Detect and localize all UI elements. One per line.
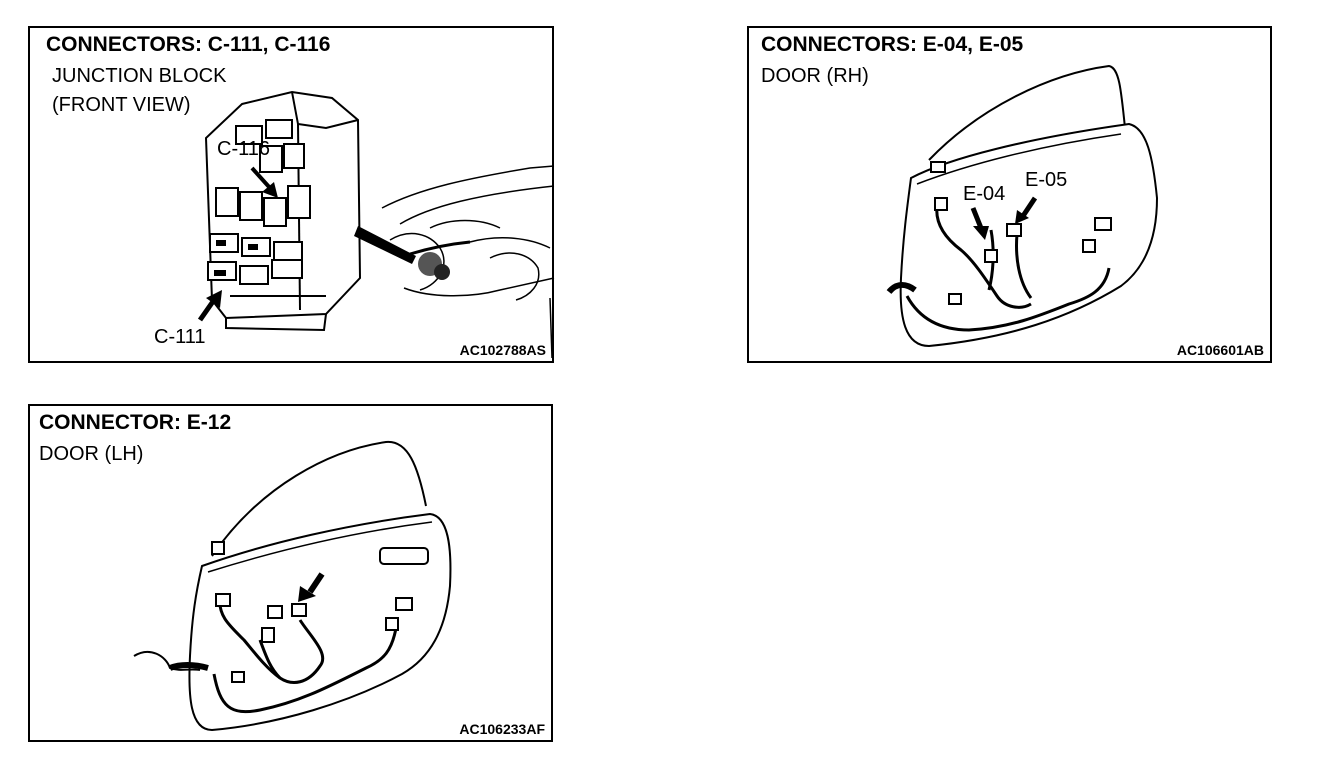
panel-title: CONNECTORS: E-04, E-05 xyxy=(761,33,1024,56)
subtitle-line-2: (FRONT VIEW) xyxy=(52,94,191,116)
callout-e05: E-05 xyxy=(1025,169,1067,191)
figure-code: AC102788AS xyxy=(459,342,546,358)
door-lh-illustration xyxy=(133,440,452,732)
callout-c111: C-111 xyxy=(154,326,206,348)
panel-subtitle: DOOR (RH) xyxy=(761,65,869,87)
panel-subtitle: JUNCTION BLOCK (FRONT VIEW) xyxy=(52,62,226,120)
figure-code: AC106233AF xyxy=(459,721,545,737)
figure-code: AC106601AB xyxy=(1176,342,1264,358)
panel-door-rh: CONNECTORS: E-04, E-05 DOOR (RH) E-04 E-… xyxy=(747,26,1272,363)
panel-title: CONNECTORS: C-111, C-116 xyxy=(46,33,331,56)
panel-door-lh: CONNECTOR: E-12 DOOR (LH) xyxy=(28,404,553,742)
junction-block-illustration: C-116 C-111 xyxy=(154,90,555,359)
door-rh-illustration: E-04 E-05 xyxy=(886,64,1159,348)
panel-subtitle: DOOR (LH) xyxy=(39,443,144,465)
callout-c116: C-116 xyxy=(217,138,270,160)
panel-title: CONNECTOR: E-12 xyxy=(39,411,232,434)
subtitle-line-1: JUNCTION BLOCK xyxy=(52,65,227,87)
callout-e04: E-04 xyxy=(963,183,1005,205)
panel-junction-block: CONNECTORS: C-111, C-116 JUNCTION BLOCK … xyxy=(28,26,555,363)
